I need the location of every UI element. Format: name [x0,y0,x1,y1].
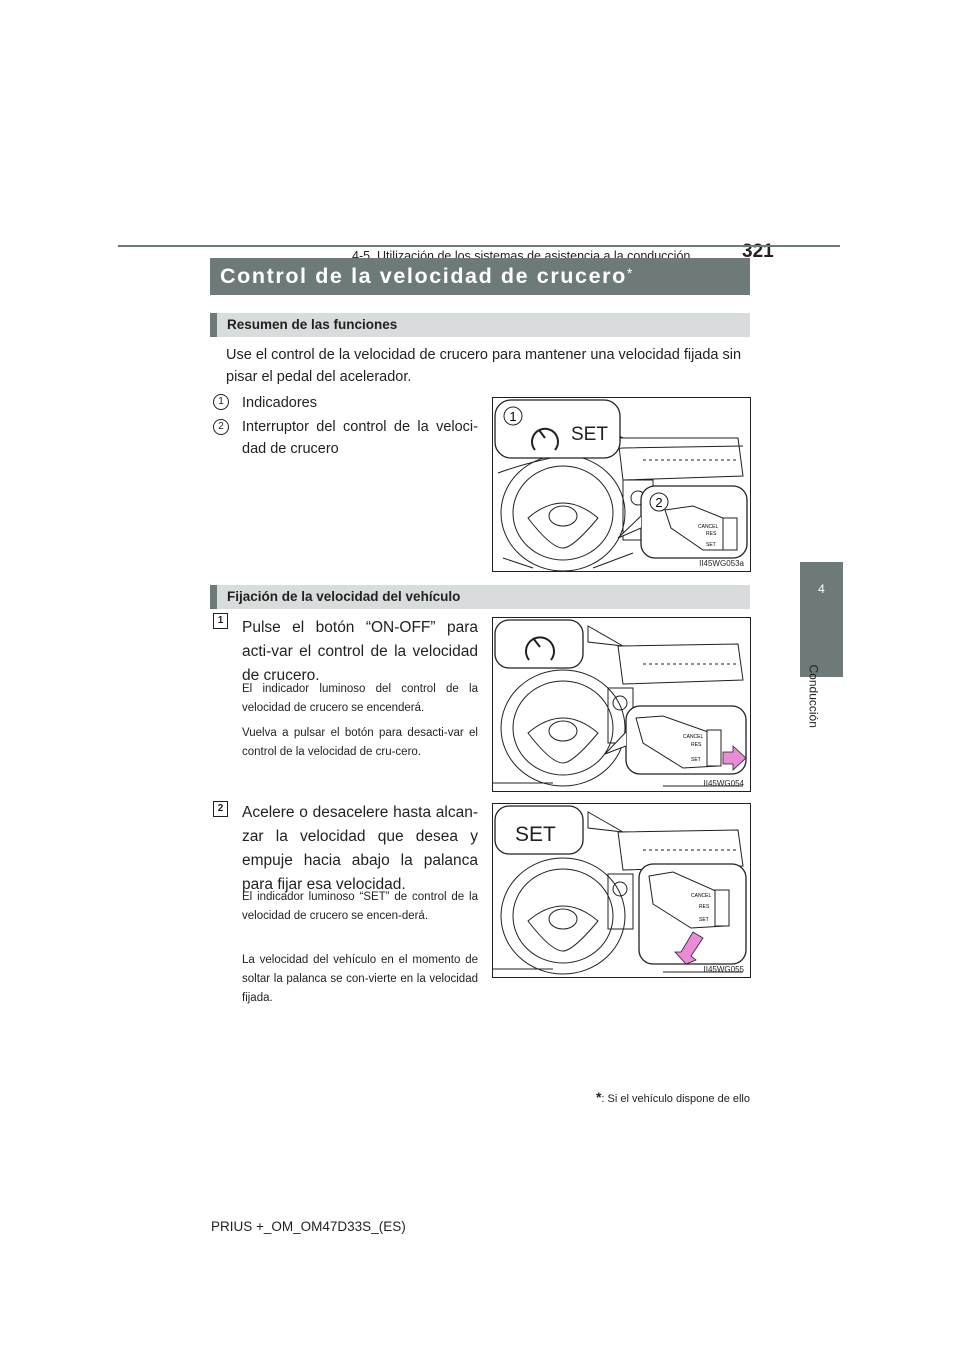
step-text-2: Acelere o desacelere hasta alcan-zar la … [242,804,478,893]
svg-text:SET: SET [691,757,701,763]
item-number-2: 2 [213,419,229,435]
footnote-text: : Si el vehículo dispone de ello [601,1093,750,1105]
asterisk-icon: * [626,265,634,281]
chapter-label: Conducción [806,664,821,728]
document-id: PRIUS +_OM_OM47D33S_(ES) [211,1219,406,1234]
set-indicator: SET [515,823,556,846]
figure-code: II45WG053a [699,559,744,568]
svg-text:SET: SET [706,542,716,548]
figure-code: II45WG054 [703,779,744,788]
chapter-tab: 4 [800,562,843,677]
step-number-1: 1 [213,613,228,629]
step-number-2: 2 [213,801,228,817]
speedometer-icon [525,636,555,661]
page-title: Control de la velocidad de crucero* [210,258,750,295]
footnote: *: Si el vehículo dispone de ello [500,1089,750,1105]
svg-text:SET: SET [699,917,709,923]
svg-text:CANCEL: CANCEL [683,734,704,740]
asterisk-icon: * [595,1089,602,1105]
dashboard-onoff-illustration: CANCEL RES SET [493,619,747,787]
callout-1: 1 [509,409,516,424]
speedometer-icon [531,427,559,451]
overview-heading: Resumen de las funciones [210,313,750,337]
step-2-note-1: El indicador luminoso “SET” de control d… [242,891,478,922]
svg-text:RES: RES [706,531,717,537]
callout-2: 2 [655,495,662,510]
title-text: Control de la velocidad de crucero [220,264,627,288]
overview-intro: Use el control de la velocidad de crucer… [226,347,742,385]
item-number-1: 1 [213,394,229,410]
dashboard-set-illustration: SET CANCEL RES SET [493,805,747,975]
figure-step-2: SET CANCEL RES SET II45WG055 [492,803,751,978]
step-1-note-1: El indicador luminoso del control de la … [242,683,478,714]
svg-text:RES: RES [691,742,702,748]
figure-overview: 1 2 SET CANCEL RES SET II45WG053a [492,397,751,572]
svg-text:RES: RES [699,904,710,910]
chapter-number: 4 [818,582,825,596]
set-indicator: SET [571,424,608,445]
svg-text:CANCEL: CANCEL [691,893,712,899]
setting-heading: Fijación de la velocidad del vehículo [210,585,750,609]
header-rule [118,245,840,247]
svg-text:CANCEL: CANCEL [698,524,719,530]
figure-code: II45WG055 [703,965,744,974]
step-1-note-2: Vuelva a pulsar el botón para desacti-va… [242,727,478,758]
figure-step-1: CANCEL RES SET II45WG054 [492,617,751,792]
step-2-note-2: La velocidad del vehículo en el momento … [242,954,478,1004]
item-label-2: Interruptor del control de la veloci-dad… [242,419,478,457]
item-label-1: Indicadores [242,395,317,411]
step-text-1: Pulse el botón “ON-OFF” para acti-var el… [242,619,478,684]
push-down-arrow-icon [674,931,704,965]
push-arrow-icon [722,745,747,771]
dashboard-illustration: 1 2 SET CANCEL RES SET [494,399,748,571]
